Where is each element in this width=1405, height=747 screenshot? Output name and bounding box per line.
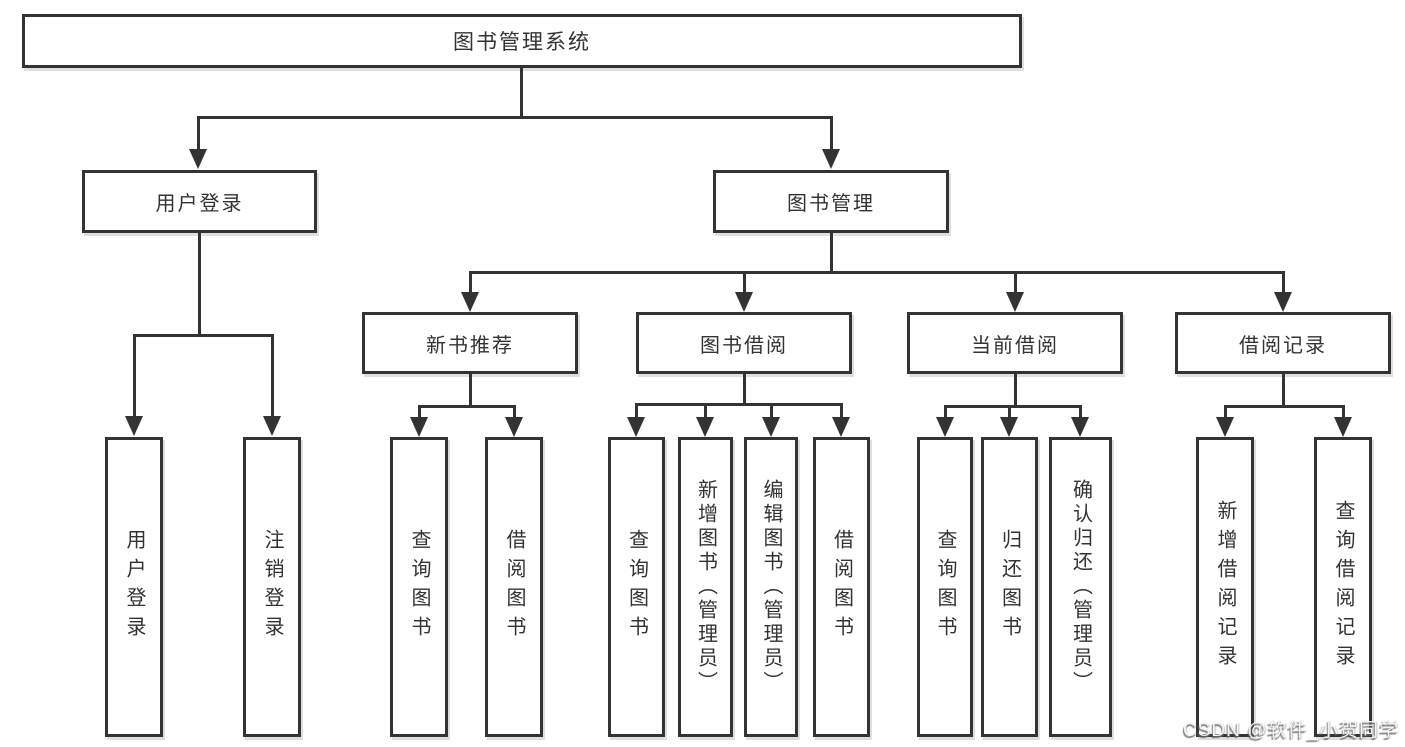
leaf-query-borrow-record: 查询借阅记录: [1314, 437, 1372, 737]
leaf-logout-login-label: 注销登录: [261, 529, 283, 645]
node-borrow-records: 借阅记录: [1175, 312, 1391, 374]
connector-vline: [830, 116, 833, 150]
leaf-query-books-current-label: 查询图书: [934, 529, 956, 645]
connector-hline: [418, 405, 516, 408]
connector-vline: [830, 233, 833, 273]
arrow-down-icon: [505, 417, 523, 437]
leaf-add-borrow-record-label: 新增借阅记录: [1214, 500, 1236, 674]
node-new-book-recommend-label: 新书推荐: [426, 334, 514, 357]
arrow-down-icon: [1071, 417, 1089, 437]
connector-vline: [133, 334, 136, 416]
node-book-management: 图书管理: [713, 170, 949, 233]
connector-vline: [1342, 405, 1345, 417]
leaf-borrow-books-recommend-label: 借阅图书: [503, 529, 525, 645]
connector-vline: [743, 271, 746, 293]
node-user-login-label: 用户登录: [155, 193, 244, 215]
arrow-down-icon: [1000, 417, 1018, 437]
arrow-down-icon: [832, 417, 850, 437]
leaf-logout-login: 注销登录: [243, 437, 301, 737]
node-borrow-records-label: 借阅记录: [1239, 334, 1327, 357]
arrow-down-icon: [461, 292, 479, 312]
connector-vline: [1282, 271, 1285, 293]
arrow-down-icon: [627, 417, 645, 437]
connector-hline: [944, 405, 1082, 408]
connector-vline: [271, 334, 274, 416]
leaf-add-book-admin-label: 新增图书（管理员）: [694, 479, 717, 695]
connector-vline: [840, 403, 843, 417]
arrow-down-icon: [125, 416, 143, 436]
leaf-confirm-return-admin-label: 确认归还（管理员）: [1069, 479, 1092, 695]
connector-vline: [704, 403, 707, 417]
connector-vline: [1008, 405, 1011, 417]
node-root-label: 图书管理系统: [453, 31, 591, 54]
connector-vline: [198, 233, 201, 336]
arrow-down-icon: [762, 417, 780, 437]
arrow-down-icon: [263, 416, 281, 436]
leaf-borrow-books-borrow-label: 借阅图书: [830, 529, 853, 645]
leaf-user-login: 用户登录: [105, 437, 163, 737]
leaf-edit-book-admin-label: 编辑图书（管理员）: [760, 479, 782, 695]
node-user-login: 用户登录: [82, 170, 317, 233]
connector-vline: [418, 405, 421, 417]
arrow-down-icon: [1334, 417, 1352, 437]
connector-vline: [1282, 374, 1285, 408]
leaf-query-books-borrow: 查询图书: [608, 437, 665, 737]
connector-vline: [1014, 271, 1017, 293]
leaf-user-login-label: 用户登录: [123, 529, 145, 645]
arrow-down-icon: [936, 417, 954, 437]
connector-vline: [1224, 405, 1227, 417]
leaf-query-books-recommend: 查询图书: [390, 437, 448, 737]
node-book-borrow-label: 图书借阅: [700, 334, 788, 357]
connector-vline: [513, 405, 516, 417]
connector-vline: [1079, 405, 1082, 417]
connector-hline: [1224, 405, 1345, 408]
node-current-borrow: 当前借阅: [907, 312, 1123, 374]
connector-vline: [743, 374, 746, 405]
leaf-confirm-return-admin: 确认归还（管理员）: [1049, 437, 1112, 737]
arrow-down-icon: [822, 149, 840, 169]
node-current-borrow-label: 当前借阅: [971, 334, 1059, 357]
leaf-add-book-admin: 新增图书（管理员）: [678, 437, 733, 737]
arrow-down-icon: [189, 149, 207, 169]
node-root-system: 图书管理系统: [22, 14, 1022, 68]
connector-hline: [635, 403, 843, 406]
arrow-down-icon: [1006, 292, 1024, 312]
connector-vline: [520, 66, 523, 118]
connector-vline: [944, 405, 947, 417]
leaf-borrow-books-borrow: 借阅图书: [813, 437, 870, 737]
connector-hline: [133, 334, 274, 337]
connector-vline: [1014, 374, 1017, 408]
leaf-return-books: 归还图书: [981, 437, 1038, 737]
arrow-down-icon: [696, 417, 714, 437]
connector-vline: [635, 403, 638, 417]
leaf-query-borrow-record-label: 查询借阅记录: [1332, 500, 1354, 674]
node-new-book-recommend: 新书推荐: [362, 312, 578, 374]
connector-vline: [770, 403, 773, 417]
node-book-borrow: 图书借阅: [636, 312, 852, 374]
arrow-down-icon: [1274, 292, 1292, 312]
connector-vline: [469, 374, 472, 408]
connector-hline: [197, 116, 833, 119]
connector-vline: [197, 116, 200, 150]
node-book-management-label: 图书管理: [787, 193, 875, 215]
arrow-down-icon: [410, 417, 428, 437]
arrow-down-icon: [735, 292, 753, 312]
connector-hline: [469, 271, 1285, 274]
connector-vline: [469, 271, 472, 293]
leaf-query-books-recommend-label: 查询图书: [408, 529, 430, 645]
csdn-watermark: CSDN @软件_小贺同学: [1183, 720, 1399, 741]
leaf-return-books-label: 归还图书: [998, 529, 1021, 645]
arrow-down-icon: [1216, 417, 1234, 437]
leaf-query-books-borrow-label: 查询图书: [625, 529, 648, 645]
leaf-edit-book-admin: 编辑图书（管理员）: [744, 437, 798, 737]
leaf-query-books-current: 查询图书: [917, 437, 973, 737]
leaf-borrow-books-recommend: 借阅图书: [485, 437, 543, 737]
leaf-add-borrow-record: 新增借阅记录: [1196, 437, 1254, 737]
